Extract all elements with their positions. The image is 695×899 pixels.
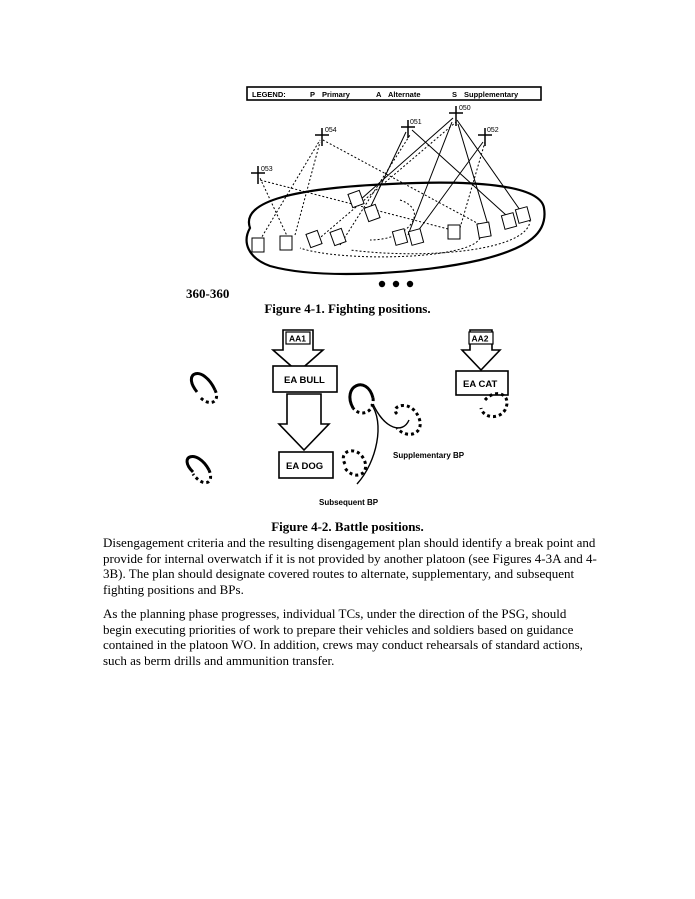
figure-image-id: 360-360 [186,286,230,301]
trp-label-052: 052 [487,127,499,134]
trp-label-050: 050 [459,105,471,112]
battle-positions-diagram: AA1 EA BULL EA DOG AA2 EA CAT [185,329,509,507]
engagement-area-cat [455,370,509,396]
battle-position-cat [479,392,509,418]
legend-title: LEGEND: [252,90,286,99]
trp-051 [401,120,415,138]
paragraph-planning-phase: As the planning phase progresses, indivi… [103,606,583,668]
label-supplementary-bp: Supplementary BP [393,451,465,460]
legend-symbol-alternate: A [376,90,382,99]
label-subsequent-bp: Subsequent BP [319,498,379,507]
route-supplementary [372,403,410,429]
legend-symbol-supplementary: S [452,90,457,99]
battle-position-left-bottom [185,455,211,474]
trp-050 [449,106,463,126]
engagement-area-label-cat: EA CAT [463,379,498,390]
avenue-label-aa2: AA2 [472,334,489,344]
legend-symbol-primary: P [310,90,315,99]
fighting-positions-diagram: LEGEND: P Primary A Alternate S Suppleme… [245,86,546,288]
figure-4-2-caption: Figure 4-2. Battle positions. [271,519,424,534]
figure-4-1-caption: Figure 4-1. Fighting positions. [264,301,431,316]
trp-label-051: 051 [410,119,422,126]
movement-arrow [277,393,331,452]
legend-box [246,86,542,101]
engagement-area-dog [278,451,334,479]
engagement-area-label-bull: EA BULL [284,375,325,386]
trp-label-054: 054 [325,127,337,134]
trp-label-053: 053 [261,166,273,173]
alternate-sector-lines [259,121,531,258]
route-subsequent [356,403,379,485]
battle-position-left-top [189,372,217,393]
paragraph-disengagement: Disengagement criteria and the resulting… [103,535,597,597]
engagement-area-label-dog: EA DOG [286,461,323,472]
legend-label-supplementary: Supplementary [464,90,519,99]
continuation-dot [392,280,400,288]
battle-position-center [348,383,375,409]
battle-positions [185,372,509,485]
terrain-boundary [245,181,546,276]
battle-position-subsequent [341,449,368,477]
continuation-dot [378,280,386,288]
engagement-area-bull [272,365,338,393]
continuation-dot [406,280,414,288]
legend-label-alternate: Alternate [388,90,421,99]
battle-position-supplementary [393,404,422,436]
legend-label-primary: Primary [322,90,351,99]
fighting-position-symbols [251,189,532,253]
avenue-label-aa1: AA1 [289,334,306,344]
trp-054 [315,128,329,146]
trp-053 [251,166,265,184]
